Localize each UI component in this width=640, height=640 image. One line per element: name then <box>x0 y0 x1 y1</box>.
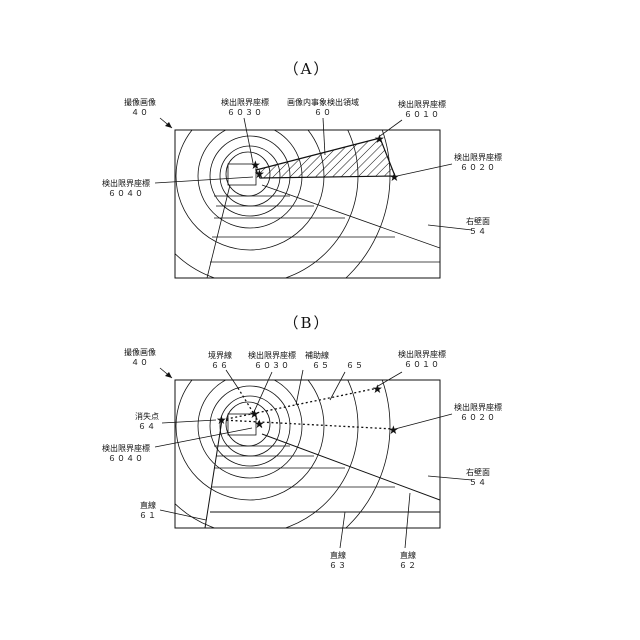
aux-line-lower <box>222 420 394 429</box>
panel-b: （B） <box>102 286 502 570</box>
label-boundary-66: 境界線 <box>208 350 232 360</box>
num-limit-6030-b: ６０３０ <box>254 361 290 370</box>
image-frame-a <box>175 130 440 278</box>
label-limit-6030-b: 検出限界座標 <box>248 350 296 360</box>
tunnel-image-b: ★ ★ ★ ★ ★ <box>110 286 440 566</box>
num-limit-6020-b: ６０２０ <box>460 413 496 422</box>
num-captured-image-b: ４０ <box>131 358 149 367</box>
label-limit-6030-a: 検出限界座標 <box>221 97 269 107</box>
label-limit-6010-b: 検出限界座標 <box>398 349 446 359</box>
num-limit-6010-a: ６０１０ <box>404 110 440 119</box>
num-aux-65: ６５ <box>312 361 330 370</box>
aux-line-upper <box>222 388 378 420</box>
label-vanish-64: 消失点 <box>135 411 159 421</box>
label-limit-6010-a: 検出限界座標 <box>398 99 446 109</box>
num-boundary-66: ６６ <box>211 361 229 370</box>
num-right-wall-a: ５４ <box>469 227 487 236</box>
label-limit-6020-b: 検出限界座標 <box>454 402 502 412</box>
label-limit-6020-a: 検出限界座標 <box>454 152 502 162</box>
num-aux-65b: ６５ <box>346 361 364 370</box>
panel-b-title: （B） <box>283 314 330 332</box>
num-limit-6040-a: ６０４０ <box>108 189 144 198</box>
dotted-lines-b <box>222 388 394 429</box>
label-captured-image-b: 撮像画像 <box>124 347 156 357</box>
label-line-63: 直線 <box>330 550 346 560</box>
num-vanish-64: ６４ <box>138 422 156 431</box>
label-line-61: 直線 <box>140 500 156 510</box>
panel-a-title: （A） <box>284 60 331 78</box>
num-area-60: ６０ <box>314 108 332 117</box>
leader-lines-b <box>155 368 472 548</box>
num-line-63: ６３ <box>329 561 347 570</box>
star-icon-6040-b: ★ <box>254 417 265 431</box>
star-icon-vanish-64: ★ <box>216 413 227 427</box>
num-limit-6040-b: ６０４０ <box>108 454 144 463</box>
label-aux-65: 補助線 <box>305 350 329 360</box>
label-line-62: 直線 <box>400 550 416 560</box>
tunnel-image-a: ★ ★ ★ ★ <box>110 36 440 316</box>
label-area-60: 画像内事象検出領域 <box>287 97 359 107</box>
straight-line-62 <box>262 434 440 500</box>
label-right-wall-b: 右壁面 <box>466 467 490 477</box>
num-limit-6030-a: ６０３０ <box>227 108 263 117</box>
num-line-62: ６２ <box>399 561 417 570</box>
num-captured-image-a: ４０ <box>131 108 149 117</box>
num-limit-6010-b: ６０１０ <box>404 360 440 369</box>
label-right-wall-a: 右壁面 <box>466 216 490 226</box>
label-limit-6040-b: 検出限界座標 <box>102 443 150 453</box>
panel-a: （A） ★ <box>102 36 502 316</box>
star-icon-6020-a: ★ <box>389 170 400 184</box>
star-icon-6040-a: ★ <box>254 167 265 181</box>
num-right-wall-b: ５４ <box>469 478 487 487</box>
star-icon-6020-b: ★ <box>388 423 399 437</box>
label-limit-6040-a: 検出限界座標 <box>102 178 150 188</box>
num-line-61: ６１ <box>139 511 157 520</box>
label-captured-image-a: 撮像画像 <box>124 97 156 107</box>
num-limit-6020-a: ６０２０ <box>460 163 496 172</box>
